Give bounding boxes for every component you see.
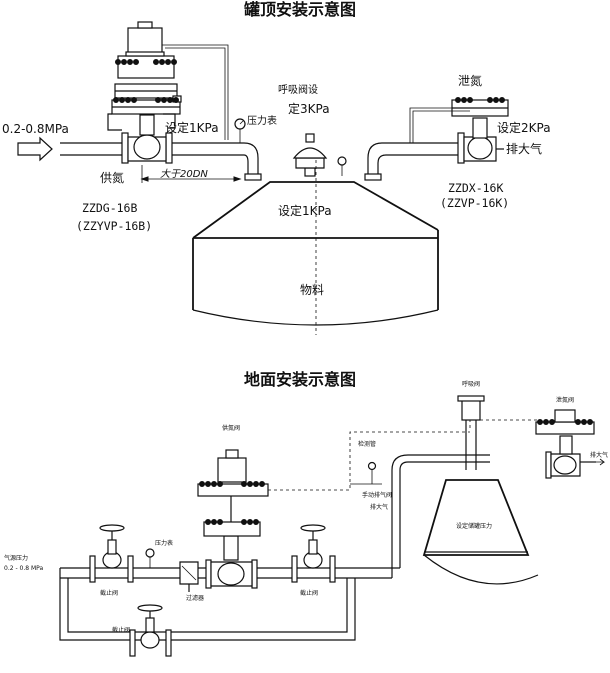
breather-valve-label: 呼吸阀设 [278, 83, 318, 96]
to-atmosphere-label: 排大气 [370, 503, 388, 511]
filter-label: 过滤器 [186, 594, 204, 602]
bottom-supply-bolts [199, 481, 265, 525]
vent-pipe [364, 142, 458, 181]
supply-regulator-valve [107, 21, 182, 164]
bottom-supply-valve-label: 供氮阀 [222, 424, 240, 432]
bottom-pressure-gauge [145, 548, 155, 568]
vent-label: 泄氮 [458, 73, 482, 88]
supply-label: 供氮 [100, 170, 124, 185]
sense-line-label: 检测管 [358, 440, 376, 448]
filter [179, 561, 199, 592]
manual-vent-label: 手动排气阀 [362, 491, 392, 499]
vent-sense-line [409, 107, 470, 143]
bottom-vent-regulator [535, 409, 596, 479]
bottom-pressure-gauge-label: 压力表 [155, 539, 173, 547]
supply-flange-bolts [113, 59, 179, 103]
vent-model-alt: (ZZVP-16K) [440, 196, 509, 210]
distance-dimension [140, 165, 242, 183]
bottom-supply-regulator [197, 449, 269, 589]
supply-model: ZZDG-16B [82, 201, 137, 215]
supply-setpoint: 设定1KPa [165, 120, 219, 135]
inlet-arrow [17, 136, 53, 162]
bottom-inlet-pressure-1: 气源压力 [4, 554, 28, 562]
stop-valve-2 [129, 604, 172, 657]
top-pressure-gauge-label: 压力表 [247, 114, 277, 127]
stop-valve-1 [89, 524, 134, 583]
vent-exhaust-arrow [596, 458, 606, 466]
stop-valve-2-label: 截止阀 [112, 626, 130, 634]
distance-note: 大于20DN [160, 168, 208, 180]
top-section-title: 罐顶安装示意图 [243, 0, 356, 19]
bottom-section-title: 地面安装示意图 [244, 370, 356, 389]
vent-model: ZZDX-16K [448, 181, 503, 195]
bottom-vent-bolts [537, 419, 593, 425]
stop-valve-1-label: 截止阀 [100, 589, 118, 597]
bottom-vent-label: 泄氮阀 [556, 396, 574, 404]
tank-content: 物料 [300, 283, 324, 297]
bottom-tank-setpoint: 设定储罐压力 [456, 522, 492, 530]
breather-setpoint: 定3KPa [288, 101, 330, 116]
bottom-tank [422, 479, 539, 585]
bottom-breather-valve [457, 395, 485, 470]
top-inlet-pipe [60, 142, 262, 181]
top-inlet-pressure: 0.2-0.8MPa [2, 122, 69, 136]
tank-setpoint: 设定1KPa [278, 203, 332, 218]
bottom-inlet-pressure-2: 0.2 - 0.8 MPa [4, 565, 43, 572]
tank [192, 160, 439, 335]
tank-gauge [337, 156, 347, 176]
vent-setpoint: 设定2KPa [497, 120, 551, 135]
supply-model-alt: (ZZYVP-16B) [76, 219, 152, 233]
stop-valve-3 [291, 524, 336, 583]
vent-exhaust: 排大气 [506, 141, 542, 156]
supply-sense-line [162, 44, 229, 140]
top-pressure-gauge [234, 118, 246, 143]
manual-vent-valve [350, 461, 382, 485]
bottom-breather-label: 呼吸阀 [462, 380, 480, 388]
breather-valve [292, 133, 328, 177]
stop-valve-3-label: 截止阀 [300, 589, 318, 597]
bottom-vent-exhaust: 排大气 [590, 451, 608, 459]
